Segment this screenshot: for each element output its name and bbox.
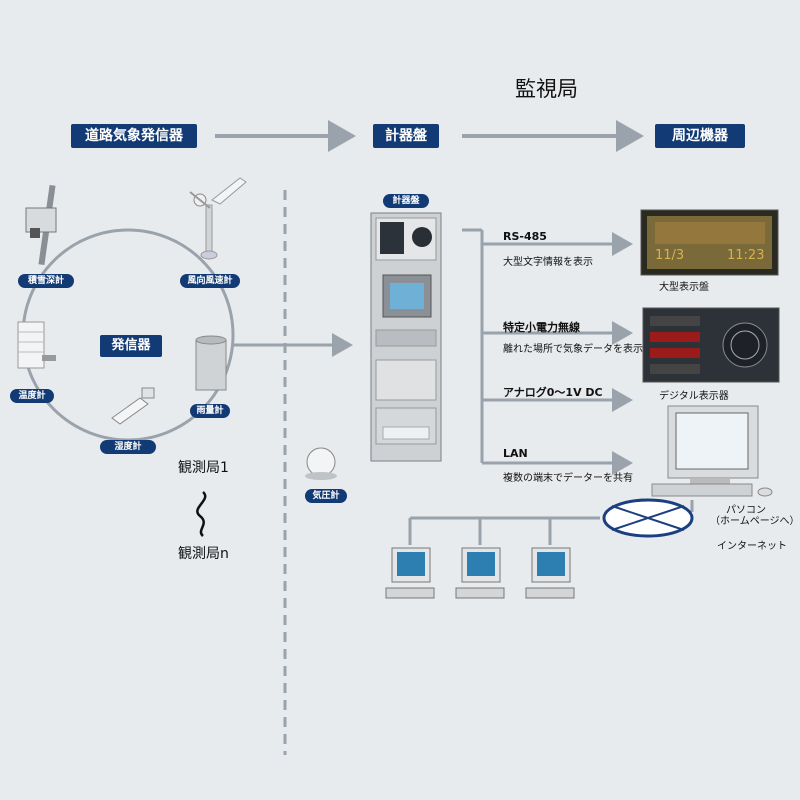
terminal-1-icon — [385, 547, 435, 599]
digital-display-unit-icon — [642, 307, 780, 383]
snow-depth-sensor-icon — [25, 184, 57, 266]
station-last: 観測局n — [178, 546, 229, 562]
control-panel-cabinet-icon — [370, 212, 442, 462]
humidity-sensor-icon — [111, 387, 155, 425]
pc-icon — [651, 405, 773, 497]
device-label-internet: インターネット — [717, 541, 787, 552]
device-label-pc: パソコン — [726, 505, 766, 516]
transmitter-label: 発信器 — [100, 335, 162, 357]
rain-gauge-icon — [195, 335, 227, 391]
device-label-digital-display: デジタル表示器 — [659, 391, 729, 402]
wind-sensor-icon — [189, 177, 247, 260]
link-desc-lan: 複数の端末でデーターを共有 — [503, 473, 633, 484]
header-panel: 計器盤 — [373, 124, 439, 148]
link-desc-radio: 離れた場所で気象データを表示 — [503, 344, 643, 355]
large-display-board-icon — [640, 209, 779, 276]
sensor-label-wind: 風向風速計 — [180, 274, 240, 288]
terminal-2-icon — [455, 547, 505, 599]
sensor-label-humidity: 湿度計 — [100, 440, 156, 454]
sensor-label-temperature: 温度計 — [10, 389, 54, 403]
internet-cloud-icon — [602, 498, 694, 538]
link-name-radio: 特定小電力無線 — [503, 321, 580, 334]
link-desc-rs485: 大型文字情報を表示 — [503, 257, 593, 268]
device-label-pc-sub: （ホームページへ） — [710, 516, 800, 527]
link-name-rs485: RS-485 — [503, 230, 547, 243]
thermometer-shelter-icon — [17, 321, 56, 369]
large-display-readout-a: 11/3 — [655, 248, 685, 263]
sensor-label-pressure: 気圧計 — [305, 489, 347, 503]
barometer-icon — [305, 447, 337, 480]
sensor-label-snow-depth: 積雪深計 — [18, 274, 74, 288]
sensor-label-rain: 雨量計 — [190, 404, 230, 418]
device-label-large-display: 大型表示盤 — [659, 282, 709, 293]
station-first: 観測局1 — [178, 460, 229, 476]
page-title: 監視局 — [515, 77, 578, 101]
station-tilde: 〜 — [0, 0, 1, 1]
header-peripherals: 周辺機器 — [655, 124, 745, 148]
link-name-lan: LAN — [503, 447, 528, 460]
large-display-readout-b: 11:23 — [727, 248, 765, 263]
terminal-3-icon — [525, 547, 575, 599]
link-name-analog: アナログ0〜1V DC — [503, 386, 603, 399]
header-transmitter: 道路気象発信器 — [71, 124, 197, 148]
panel-badge: 計器盤 — [383, 194, 429, 208]
squiggle — [196, 491, 207, 537]
